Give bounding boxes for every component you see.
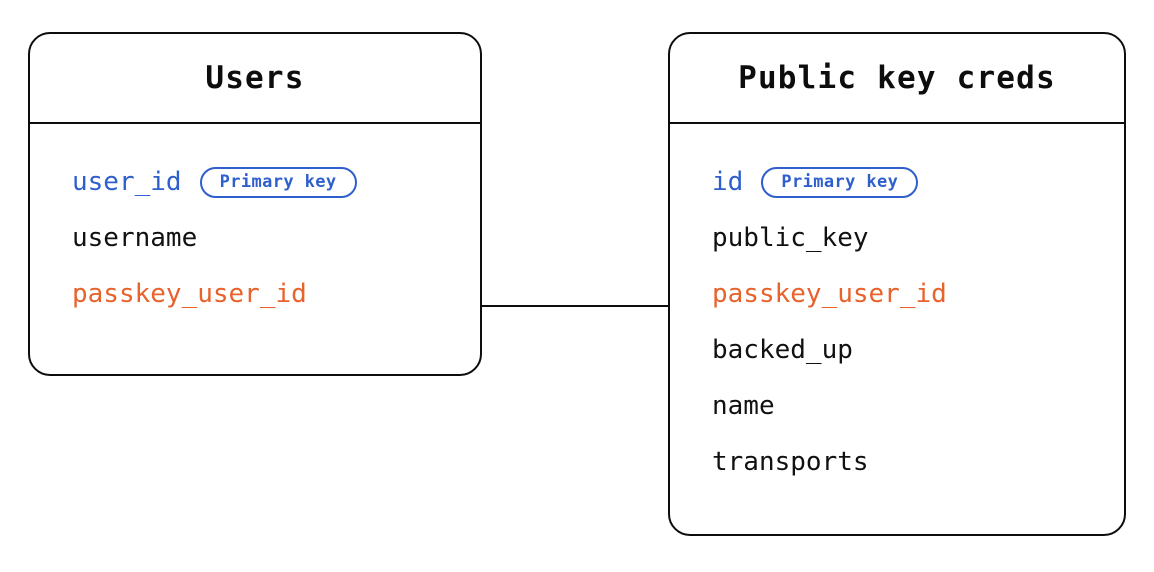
field-name-transports: transports xyxy=(712,447,869,477)
entity-public-key-creds[interactable]: Public key creds id Primary key public_k… xyxy=(668,32,1126,536)
entity-public-key-creds-header: Public key creds xyxy=(670,34,1124,124)
field-row[interactable]: backed_up xyxy=(670,322,1124,378)
field-row[interactable]: id Primary key xyxy=(670,154,1124,210)
field-row[interactable]: passkey_user_id xyxy=(30,266,480,322)
entity-users[interactable]: Users user_id Primary key username passk… xyxy=(28,32,482,376)
field-name-backed-up: backed_up xyxy=(712,335,853,365)
entity-users-field-list: user_id Primary key username passkey_use… xyxy=(30,124,480,322)
field-name-user-id: user_id xyxy=(72,167,182,197)
field-row[interactable]: passkey_user_id xyxy=(670,266,1124,322)
field-name-passkey-user-id: passkey_user_id xyxy=(72,279,307,309)
field-name-name: name xyxy=(712,391,775,421)
primary-key-badge: Primary key xyxy=(761,166,919,198)
field-row[interactable]: user_id Primary key xyxy=(30,154,480,210)
entity-users-title: Users xyxy=(205,60,305,96)
field-name-id: id xyxy=(712,167,744,197)
field-name-passkey-user-id: passkey_user_id xyxy=(712,279,947,309)
field-row[interactable]: username xyxy=(30,210,480,266)
field-row[interactable]: transports xyxy=(670,434,1124,490)
entity-users-header: Users xyxy=(30,34,480,124)
field-row[interactable]: name xyxy=(670,378,1124,434)
field-name-public-key: public_key xyxy=(712,223,869,253)
entity-public-key-creds-field-list: id Primary key public_key passkey_user_i… xyxy=(670,124,1124,490)
primary-key-badge: Primary key xyxy=(199,166,357,198)
entity-public-key-creds-title: Public key creds xyxy=(738,60,1056,96)
field-name-username: username xyxy=(72,223,198,253)
relationship-connector-users-to-public-key-creds xyxy=(478,305,670,308)
field-row[interactable]: public_key xyxy=(670,210,1124,266)
